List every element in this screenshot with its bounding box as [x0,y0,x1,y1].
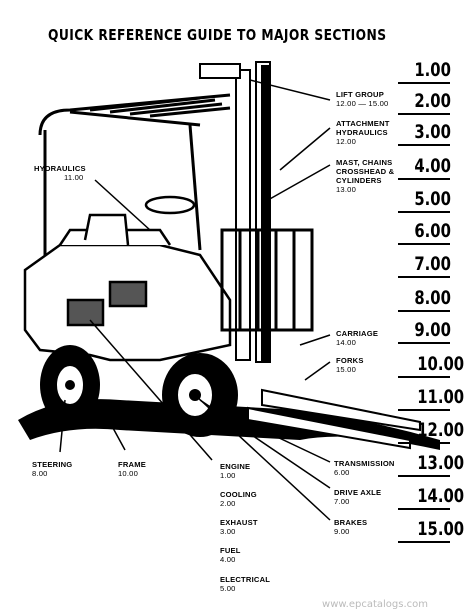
rear-wheel [40,345,100,425]
tab-12-00[interactable]: 12.00 [398,418,464,444]
label-brakes: BRAKES 9.00 [334,518,368,536]
label-engine: ENGINE 1.00 [220,462,251,480]
label-drive-axle: DRIVE AXLE 7.00 [334,488,382,506]
label-mast: MAST, CHAINS CROSSHEAD & CYLINDERS 13.00 [336,158,395,194]
tab-6-00[interactable]: 6.00 [398,219,451,245]
tab-14-00[interactable]: 14.00 [398,484,464,510]
ground-shadow [18,399,440,450]
tab-5-00[interactable]: 5.00 [398,187,451,213]
label-fuel: FUEL 4.00 [220,546,241,564]
page-title: QUICK REFERENCE GUIDE TO MAJOR SECTIONS [48,26,387,44]
tab-8-00[interactable]: 8.00 [398,286,451,312]
truck-body [23,213,232,362]
tab-15-00[interactable]: 15.00 [398,517,464,543]
tab-10-00[interactable]: 10.00 [398,352,464,378]
label-forks: FORKS 15.00 [336,356,364,374]
tab-13-00[interactable]: 13.00 [398,451,464,477]
label-exhaust: EXHAUST 3.00 [220,518,258,536]
carriage [220,228,314,332]
label-transmission: TRANSMISSION 6.00 [334,459,395,477]
watermark: www.epcatalogs.com [322,599,428,610]
forks [247,388,421,450]
mast [199,61,271,363]
tab-2-00[interactable]: 2.00 [398,89,451,115]
label-steering: STEERING 8.00 [32,460,73,478]
tab-9-00[interactable]: 9.00 [398,318,451,344]
tab-7-00[interactable]: 7.00 [398,252,451,278]
tab-1-00[interactable]: 1.00 [398,58,451,84]
label-attachment-hydraulics: ATTACHMENT HYDRAULICS 12.00 [336,119,390,146]
label-hydraulics: HYDRAULICS 11.00 [34,164,86,182]
label-frame: FRAME 10.00 [118,460,146,478]
label-cooling: COOLING 2.00 [220,490,257,508]
label-lift-group: LIFT GROUP 12.00 — 15.00 [336,90,389,108]
steering-wheel [144,195,196,215]
label-carriage: CARRIAGE 14.00 [336,329,379,347]
tab-3-00[interactable]: 3.00 [398,120,451,146]
leader-lines [59,79,331,521]
label-electrical: ELECTRICAL 5.00 [220,575,271,593]
tab-11-00[interactable]: 11.00 [398,385,464,411]
tab-4-00[interactable]: 4.00 [398,154,451,180]
